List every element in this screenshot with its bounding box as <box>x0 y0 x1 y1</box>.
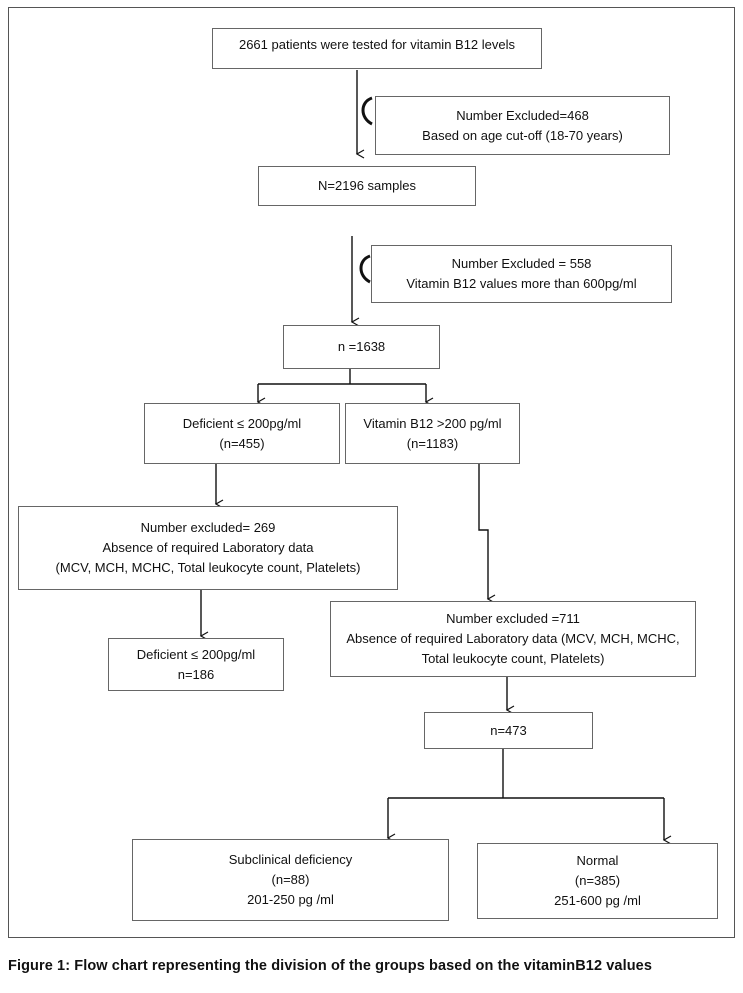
figure-caption: Figure 1: Flow chart representing the di… <box>8 958 652 974</box>
box-patients-tested: 2661 patients were tested for vitamin B1… <box>212 28 542 69</box>
box-text: Subclinical deficiency <box>228 852 353 867</box>
box-text: 2661 patients were tested for vitamin B1… <box>238 37 516 52</box>
box-text: (MCV, MCH, MCHC, Total leukocyte count, … <box>55 560 361 575</box>
box-text: Normal <box>576 853 619 868</box>
box-text: Number excluded =711 <box>446 611 580 626</box>
box-excluded-600: Number Excluded = 558 Vitamin B12 values… <box>371 245 672 303</box>
box-text: (n=88) <box>271 872 310 887</box>
box-deficient: Deficient ≤ 200pg/ml (n=455) <box>144 403 340 464</box>
box-n1638: n =1638 <box>283 325 440 369</box>
box-text: Absence of required Laboratory data <box>102 540 314 555</box>
box-text: Deficient ≤ 200pg/ml <box>182 415 302 431</box>
box-text: Vitamin B12 >200 pg/ml <box>363 415 502 431</box>
box-n2196: N=2196 samples <box>258 166 476 206</box>
box-n473: n=473 <box>424 712 593 749</box>
figure-frame <box>8 7 735 938</box>
exclusion-hook-2 <box>359 254 371 284</box>
box-text: (n=1183) <box>406 435 459 451</box>
box-text: n=473 <box>490 722 527 738</box>
box-text: Vitamin B12 values more than 600pg/ml <box>406 276 637 291</box>
box-text: Based on age cut-off (18-70 years) <box>422 127 623 143</box>
box-text: n=186 <box>177 666 215 682</box>
box-text: Number Excluded = 558 <box>451 256 592 271</box>
box-normal: Normal (n=385) 251-600 pg /ml <box>477 843 718 919</box>
box-text: Absence of required Laboratory data (MCV… <box>346 631 680 646</box>
box-subclinical: Subclinical deficiency (n=88) 201-250 pg… <box>132 839 449 921</box>
box-text: N=2196 samples <box>318 178 416 193</box>
box-text: 201-250 pg /ml <box>247 892 334 907</box>
box-text: Deficient ≤ 200pg/ml <box>136 646 256 662</box>
box-text: 251-600 pg /ml <box>554 893 641 908</box>
box-above200: Vitamin B12 >200 pg/ml (n=1183) <box>345 403 520 464</box>
box-text: n =1638 <box>337 339 386 354</box>
box-text: Number excluded= 269 <box>140 520 276 535</box>
box-text: (n=385) <box>574 873 621 888</box>
box-text: Total leukocyte count, Platelets) <box>421 651 605 666</box>
box-excluded-269: Number excluded= 269 Absence of required… <box>18 506 398 590</box>
arrow-above200-to-excluded711 <box>478 464 496 604</box>
box-text: Number Excluded=468 <box>456 107 589 123</box>
box-excluded-age: Number Excluded=468 Based on age cut-off… <box>375 96 670 155</box>
box-text: (n=455) <box>219 435 265 451</box>
exclusion-hook-1 <box>361 96 373 126</box>
box-deficient-186: Deficient ≤ 200pg/ml n=186 <box>108 638 284 691</box>
box-excluded-711: Number excluded =711 Absence of required… <box>330 601 696 677</box>
